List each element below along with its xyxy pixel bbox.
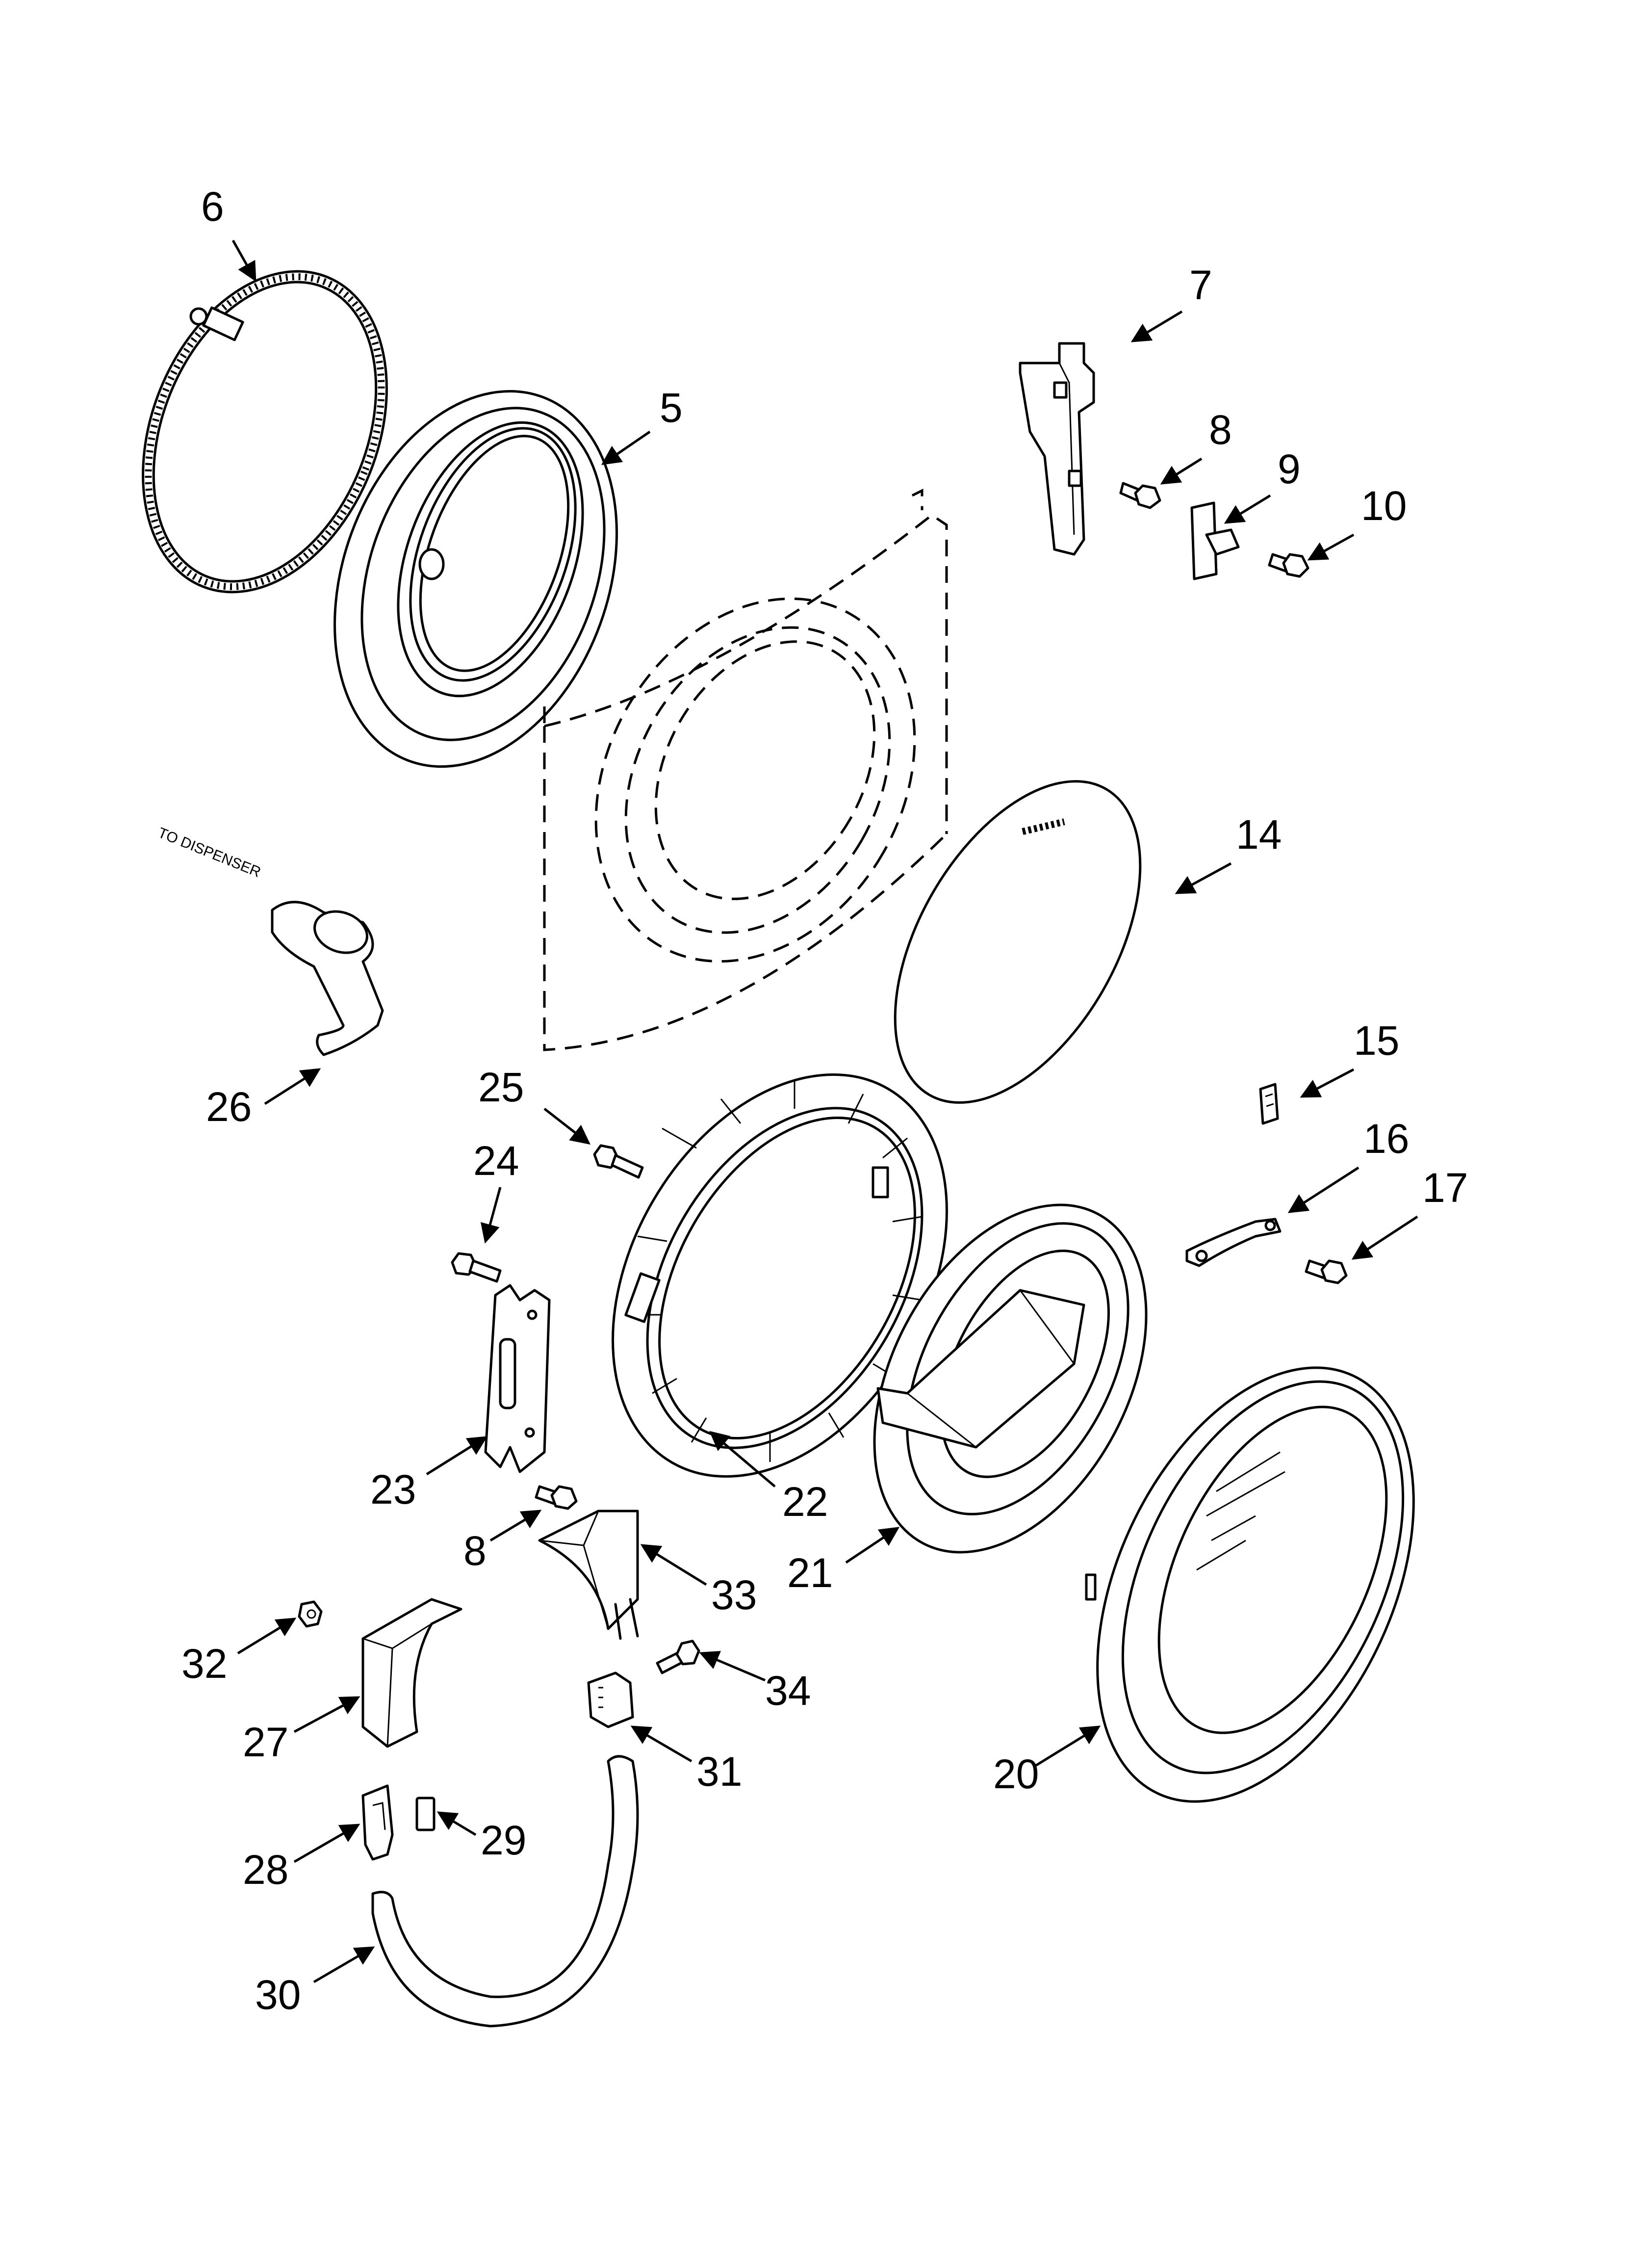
callout-30: 30 (255, 1972, 301, 2018)
part-33-handle-housing (538, 1510, 639, 1640)
callout-14: 14 (1236, 811, 1282, 858)
part-27-door-handle (361, 1598, 462, 1748)
callout-25: 25 (478, 1064, 524, 1110)
callout-23: 23 (370, 1466, 416, 1512)
callout-27: 27 (243, 1719, 288, 1765)
part-10-screw (1268, 553, 1309, 578)
part-16-hinge-plate (1185, 1218, 1282, 1267)
leader-arrows (231, 239, 1418, 1983)
part-26-dispenser-hose (271, 901, 384, 1056)
part-20-outer-door (1085, 1366, 1415, 1803)
callout-9: 9 (1278, 446, 1301, 492)
part-23-door-hinge (484, 1284, 551, 1473)
callout-32: 32 (181, 1641, 227, 1687)
front-panel-outline (543, 488, 948, 1051)
part-8-screw-lower (535, 1485, 578, 1510)
callout-7: 7 (1189, 262, 1212, 308)
callout-20: 20 (993, 1751, 1039, 1797)
to-dispenser-note: TO DISPENSER (155, 825, 263, 881)
part-15-clip (1259, 1083, 1279, 1125)
part-25-screw (593, 1144, 644, 1179)
callout-26: 26 (206, 1084, 252, 1130)
callout-17: 17 (1422, 1165, 1468, 1211)
part-24-screw (451, 1252, 502, 1283)
part-34-screw (656, 1640, 700, 1674)
callout-24: 24 (473, 1138, 519, 1184)
part-17-screw (1305, 1259, 1348, 1284)
part-5-door-seal (334, 390, 618, 768)
part-14-seal-wire (894, 780, 1142, 1104)
callout-21: 21 (787, 1550, 833, 1596)
callout-33: 33 (711, 1572, 757, 1618)
callout-29: 29 (481, 1817, 526, 1863)
part-22-inner-door-frame (612, 1073, 948, 1478)
callout-16: 16 (1363, 1116, 1409, 1162)
callout-15: 15 (1354, 1017, 1399, 1064)
callout-8-lower: 8 (463, 1528, 487, 1574)
callout-6: 6 (201, 183, 224, 230)
part-6-clamp-ring (142, 270, 388, 594)
callout-22: 22 (782, 1479, 828, 1525)
part-21-inner-door-glass (873, 1203, 1148, 1554)
part-32-nut (298, 1600, 323, 1628)
callout-28: 28 (243, 1847, 288, 1893)
callout-8-upper: 8 (1209, 407, 1232, 453)
part-28-handle-catch (361, 1784, 394, 1861)
part-7-door-lock-bracket (1019, 342, 1095, 556)
callout-31: 31 (696, 1748, 742, 1795)
part-29-pad (415, 1797, 436, 1831)
callout-5: 5 (660, 385, 683, 431)
callout-labels: 6 5 7 8 9 10 14 26 15 16 17 25 24 23 22 … (155, 183, 1468, 2018)
part-8-screw-upper (1119, 482, 1161, 509)
part-30-door-trim (371, 1755, 639, 2028)
part-31-door-switch (587, 1671, 634, 1728)
callout-10: 10 (1361, 483, 1407, 529)
part-9-door-strike (1190, 501, 1240, 580)
callout-34: 34 (765, 1668, 811, 1714)
